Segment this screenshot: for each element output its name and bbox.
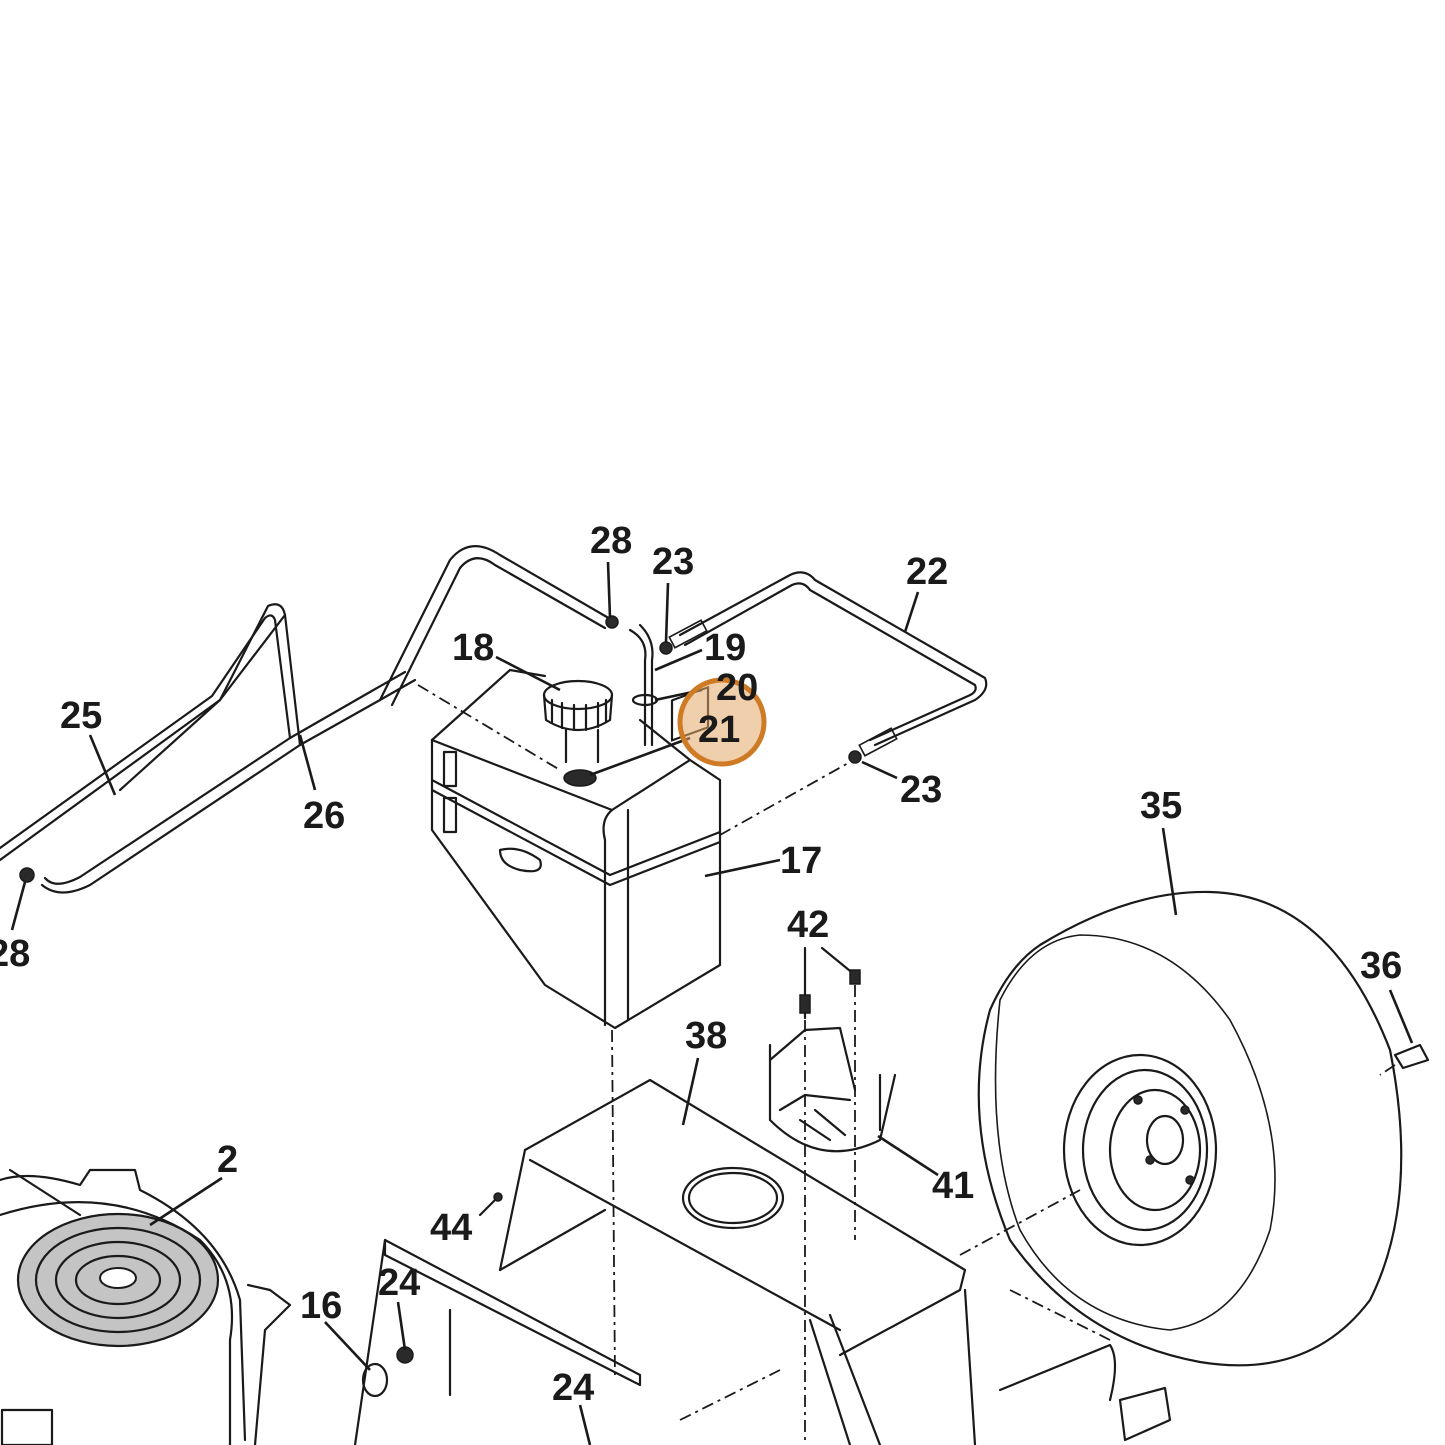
engine-2[interactable] [0,1168,292,1445]
wheel-35[interactable] [977,890,1403,1367]
bolt-36[interactable] [1393,1043,1430,1070]
callout-28[interactable]: 28 [590,520,632,562]
callout-41[interactable]: 41 [932,1165,974,1207]
callout-44[interactable]: 44 [430,1207,472,1249]
callout-38[interactable]: 38 [685,1015,727,1057]
clamp-28-left[interactable] [19,867,35,883]
callout-labels: 28 23 22 18 19 20 21 25 26 23 35 17 28 4… [0,520,1402,1409]
bracket-41[interactable] [768,1026,897,1153]
fuel-gasket-21 [563,769,597,787]
fitting-19-20[interactable] [628,623,659,747]
clamp-28-top[interactable] [605,615,619,629]
fuel-line-25[interactable] [118,545,614,792]
screw-44[interactable] [478,1192,503,1217]
callout-22[interactable]: 22 [906,551,948,593]
leader-lines [10,561,1414,1445]
highlight-marker[interactable] [677,677,767,767]
fuel-line-22[interactable] [668,571,988,757]
callout-19[interactable]: 19 [704,627,746,669]
callout-23[interactable]: 23 [900,769,942,811]
callout-16[interactable]: 16 [300,1285,342,1327]
clamp-23-right[interactable] [848,750,862,764]
clamp-23-top[interactable] [659,641,673,655]
washer-16[interactable] [361,1362,389,1398]
callout-25[interactable]: 25 [60,695,102,737]
callout-36[interactable]: 36 [1360,945,1402,987]
callout-35[interactable]: 35 [1140,785,1182,827]
callout-20[interactable]: 20 [716,667,758,709]
frame-38[interactable] [353,1078,1172,1445]
callout-21[interactable]: 21 [698,709,740,751]
callout-26[interactable]: 26 [303,795,345,837]
callout-23[interactable]: 23 [652,541,694,583]
fuel-tank-17[interactable] [430,668,722,1030]
callout-2[interactable]: 2 [217,1139,238,1181]
screw-42[interactable] [799,946,861,1020]
fuel-cap-18[interactable] [542,679,614,787]
callout-42[interactable]: 42 [787,904,829,946]
callout-28[interactable]: 28 [0,933,30,975]
callout-17[interactable]: 17 [780,840,822,882]
fuel-line-26[interactable] [0,603,417,894]
callout-24[interactable]: 24 [552,1367,594,1409]
callout-18[interactable]: 18 [452,627,494,669]
callout-24[interactable]: 24 [378,1262,420,1304]
